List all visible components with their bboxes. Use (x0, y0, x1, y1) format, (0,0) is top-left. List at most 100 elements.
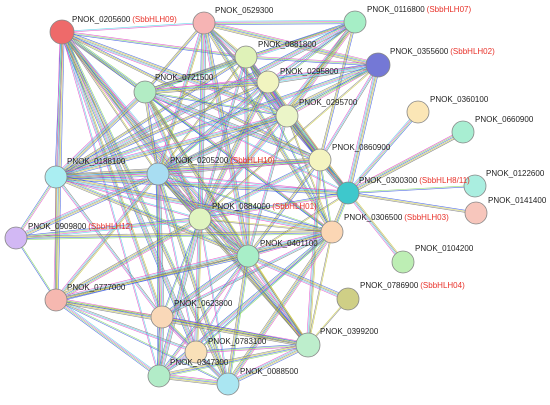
node-label-pnok-0347300: PNOK_0347300 (170, 358, 229, 367)
edge-n0116800-n0860900 (318, 21, 357, 161)
node-pnok-0860900[interactable] (308, 148, 332, 172)
node-label-pnok-0122600: PNOK_0122600 (486, 169, 545, 178)
node-pnok-0188100[interactable] (44, 165, 68, 189)
edge-n0909800-n0777000 (15, 237, 57, 301)
edge-n0306500-n0783100 (195, 231, 333, 353)
node-pnok-0205200[interactable] (146, 162, 170, 186)
edge-n0881800-n0188100 (55, 55, 247, 179)
edge-n0529300-n0721500 (143, 22, 206, 93)
node-pnok-0884000[interactable] (188, 207, 212, 231)
gene-id-text: PNOK_0623800 (174, 299, 233, 308)
node-pnok-0116800[interactable] (343, 10, 367, 34)
node-label-pnok-0088500: PNOK_0088500 (240, 367, 299, 376)
node-label-pnok-0777000: PNOK_0777000 (67, 283, 126, 292)
node-pnok-0881800[interactable] (234, 45, 258, 69)
edge-n0884000-n0909800 (15, 217, 201, 240)
edge-n0295800-n0884000 (197, 80, 271, 221)
edge-n0721500-n0300300 (144, 91, 349, 194)
node-pnok-0122600[interactable] (463, 174, 487, 198)
node-pnok-0360100[interactable] (406, 100, 430, 124)
node-pnok-0295700[interactable] (275, 104, 299, 128)
edge-n0529300-n0884000 (197, 22, 207, 220)
edge-n0860900-n0188100 (55, 157, 321, 180)
node-pnok-0660900[interactable] (451, 120, 475, 144)
edge-n0355600-n0300300 (345, 64, 381, 194)
node-label-pnok-0529300: PNOK_0529300 (215, 6, 274, 15)
edge-n0777000-n0399200 (55, 297, 309, 348)
node-pnok-0721500[interactable] (133, 80, 157, 104)
node-label-pnok-0401100: PNOK_0401100 (260, 239, 318, 248)
gene-id-text: PNOK_0360100 (430, 95, 489, 104)
edge-n0401100-n0786900 (247, 253, 349, 302)
edge-n0306500-n0909800 (15, 230, 333, 240)
node-pnok-0205600[interactable] (49, 19, 75, 45)
edge-n0300300-n0122600 (347, 185, 476, 194)
gene-id-text: PNOK_0188100 (67, 157, 126, 166)
edge-n0205200-n0623800 (155, 173, 165, 318)
edge-n0401100-n0399200 (246, 254, 310, 347)
gene-alias-text: (SbbHLH04) (420, 281, 465, 290)
node-pnok-0300300[interactable] (336, 181, 360, 205)
gene-id-text: PNOK_0399200 (320, 327, 379, 336)
node-pnok-0401100[interactable] (236, 244, 260, 268)
edge-n0295700-n0188100 (55, 113, 288, 180)
edge-n0295800-n0205200 (156, 80, 270, 176)
node-pnok-0141400[interactable] (464, 201, 488, 225)
edge-n0401100-n0347300 (157, 255, 250, 377)
edge-n0777000-n0347300 (54, 298, 161, 378)
node-label-pnok-0660900: PNOK_0660900 (475, 115, 534, 124)
node-pnok-0347300[interactable] (147, 364, 171, 388)
edge-n0205200-n0306500 (157, 173, 333, 233)
node-pnok-0529300[interactable] (192, 11, 216, 35)
gene-alias-text: (SbbHLH02) (450, 47, 495, 56)
gene-id-text: PNOK_0401100 (260, 239, 318, 248)
node-pnok-0306500[interactable] (320, 220, 344, 244)
edge-layer (14, 19, 477, 387)
node-label-pnok-0884000: PNOK_0884000(SbbHLH01) (212, 202, 317, 211)
edge-n0300300-n0104200 (346, 191, 405, 264)
edge-n0300300-n0884000 (199, 191, 349, 221)
node-pnok-0355600[interactable] (365, 52, 391, 78)
node-label-pnok-0141400: PNOK_0141400 (488, 196, 547, 205)
node-pnok-0088500[interactable] (216, 372, 240, 396)
gene-id-text: PNOK_0347300 (170, 358, 229, 367)
node-pnok-0104200[interactable] (391, 250, 415, 274)
edge-n0205600-n0347300 (61, 31, 160, 377)
node-pnok-0777000[interactable] (44, 288, 68, 312)
node-label-pnok-0909800: PNOK_0909800(SbbHLH12) (28, 222, 133, 231)
edge-n0721500-n0295700 (144, 91, 288, 117)
node-pnok-0399200[interactable] (295, 332, 321, 358)
edge-n0355600-n0884000 (199, 64, 379, 220)
node-pnok-0623800[interactable] (150, 305, 174, 329)
edge-n0116800-n0188100 (54, 19, 357, 180)
node-label-pnok-0360100: PNOK_0360100 (430, 95, 489, 104)
gene-id-text: PNOK_0205600 (72, 15, 131, 24)
edge-n0884000-n0399200 (198, 218, 310, 346)
gene-id-text: PNOK_0884000 (212, 202, 271, 211)
gene-id-text: PNOK_0721500 (155, 73, 214, 82)
node-layer (4, 10, 488, 396)
node-pnok-0909800[interactable] (4, 226, 28, 250)
node-label-pnok-0721500: PNOK_0721500 (155, 73, 214, 82)
gene-id-text: PNOK_0777000 (67, 283, 126, 292)
gene-id-text: PNOK_0529300 (215, 6, 274, 15)
edge-n0881800-n0721500 (144, 55, 247, 94)
edge-n0401100-n0623800 (160, 253, 250, 320)
edge-n0205600-n0205200 (61, 31, 159, 175)
node-pnok-0786900[interactable] (336, 287, 360, 311)
edge-n0205600-n0881800 (61, 30, 247, 59)
node-pnok-0783100[interactable] (184, 340, 208, 364)
gene-alias-text: (SbbHLH8/11) (419, 176, 470, 185)
gene-id-text: PNOK_0355600 (390, 47, 449, 56)
edge-n0399200-n0347300 (158, 343, 309, 378)
node-label-pnok-0188100: PNOK_0188100 (67, 157, 126, 166)
gene-alias-text: (SbbHLH12) (88, 222, 133, 231)
edge-n0721500-n0295800 (144, 79, 269, 95)
gene-id-text: PNOK_0141400 (488, 196, 547, 205)
node-pnok-0295800[interactable] (256, 70, 280, 94)
node-label-pnok-0116800: PNOK_0116800(SbbHLH07) (367, 5, 471, 14)
node-label-pnok-0355600: PNOK_0355600(SbbHLH02) (390, 47, 495, 56)
edge-n0721500-n0188100 (54, 90, 147, 179)
edge-n0300300-n0660900 (346, 129, 465, 196)
